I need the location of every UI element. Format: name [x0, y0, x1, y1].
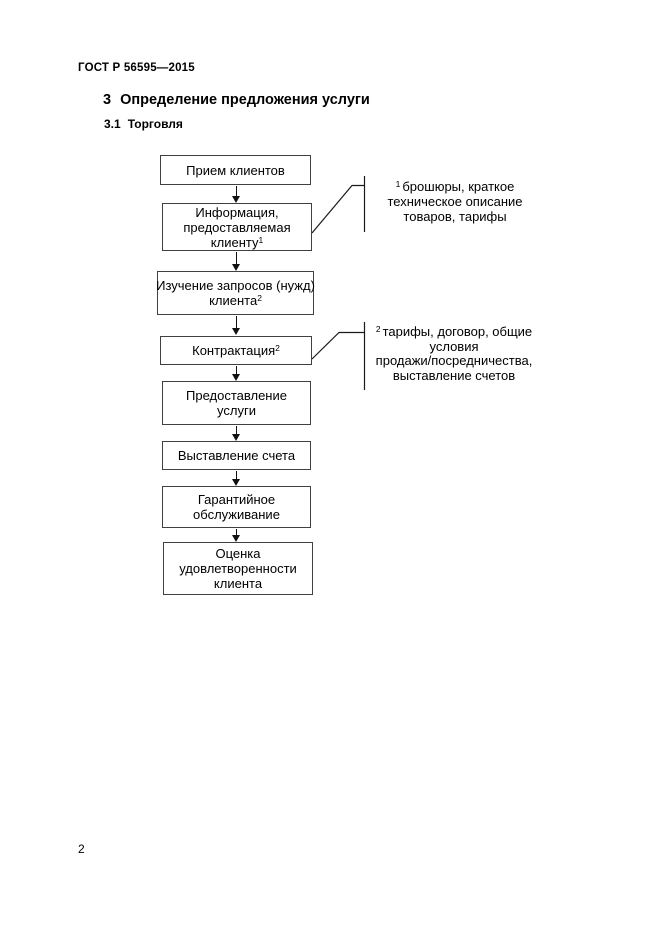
- footnote-marker-1: 1: [395, 179, 401, 189]
- footnote-ref-1: 1: [258, 234, 264, 245]
- footnote-marker-2: 2: [375, 324, 381, 334]
- footnote-ref-2: 2: [275, 343, 280, 353]
- flow-arrow-down-icon: [232, 316, 241, 335]
- flow-box-warranty-service: Гарантийное обслуживание: [162, 486, 311, 528]
- flow-box-label: Контрактация2: [192, 343, 280, 358]
- flow-arrow-down-icon: [232, 186, 241, 203]
- flow-box-client-information: Информация, предоставляемая клиенту1: [162, 203, 312, 251]
- flow-arrow-down-icon: [232, 252, 241, 271]
- flow-arrow-down-icon: [232, 529, 241, 542]
- annotation-line: условия: [429, 338, 479, 354]
- callout-leader-1: [311, 176, 366, 234]
- flow-arrow-down-icon: [232, 426, 241, 441]
- annotation-line: товаров, тарифы: [403, 209, 507, 224]
- flow-arrow-down-icon: [232, 471, 241, 486]
- annotation-line: выставление счетов: [392, 367, 516, 383]
- flow-box-service-provision: Предоставление услуги: [162, 381, 311, 425]
- flow-box-label: Гарантийное: [197, 492, 276, 507]
- flow-box-label: клиента: [213, 576, 263, 591]
- flow-box-label: Выставление счета: [177, 448, 296, 463]
- flow-box-label: Изучение запросов (нужд): [156, 278, 315, 293]
- subsection-number: 3.1: [104, 117, 121, 131]
- flow-box-client-reception: Прием клиентов: [160, 155, 311, 185]
- document-code: ГОСТ Р 56595—2015: [78, 62, 195, 74]
- flow-arrow-down-icon: [232, 366, 241, 381]
- flow-box-contracting: Контрактация2: [160, 336, 312, 365]
- footnote-ref-2: 2: [257, 293, 262, 303]
- annotation-line: техническое описание: [387, 194, 523, 209]
- flow-box-label: обслуживание: [193, 507, 280, 522]
- flow-box-label: Предоставление: [186, 388, 287, 403]
- section-heading: 3 Определение предложения услуги: [103, 92, 370, 108]
- subsection-title: Торговля: [127, 117, 183, 131]
- annotation-line: продажи/посредничества,: [375, 353, 533, 368]
- flow-box-label: Оценка: [215, 546, 261, 561]
- flow-box-satisfaction-assessment: Оценка удовлетворенности клиента: [163, 542, 313, 595]
- flow-box-label: Информация,: [195, 204, 279, 220]
- flow-box-needs-study: Изучение запросов (нужд) клиента2: [156, 271, 315, 315]
- section-title: Определение предложения услуги: [120, 92, 370, 108]
- flow-box-label: клиента2: [209, 293, 262, 308]
- flow-box-label: клиенту1: [210, 234, 264, 250]
- subsection-heading: 3.1 Торговля: [104, 117, 183, 131]
- section-number: 3: [103, 92, 112, 108]
- flow-box-label: услуги: [217, 403, 256, 418]
- flow-box-label: Прием клиентов: [186, 162, 285, 178]
- flow-box-label: предоставляемая: [183, 219, 291, 235]
- page-number: 2: [78, 842, 85, 856]
- callout-leader-2: [311, 322, 366, 390]
- flow-box-invoicing: Выставление счета: [162, 441, 311, 470]
- flow-box-label: удовлетворенности: [179, 561, 297, 576]
